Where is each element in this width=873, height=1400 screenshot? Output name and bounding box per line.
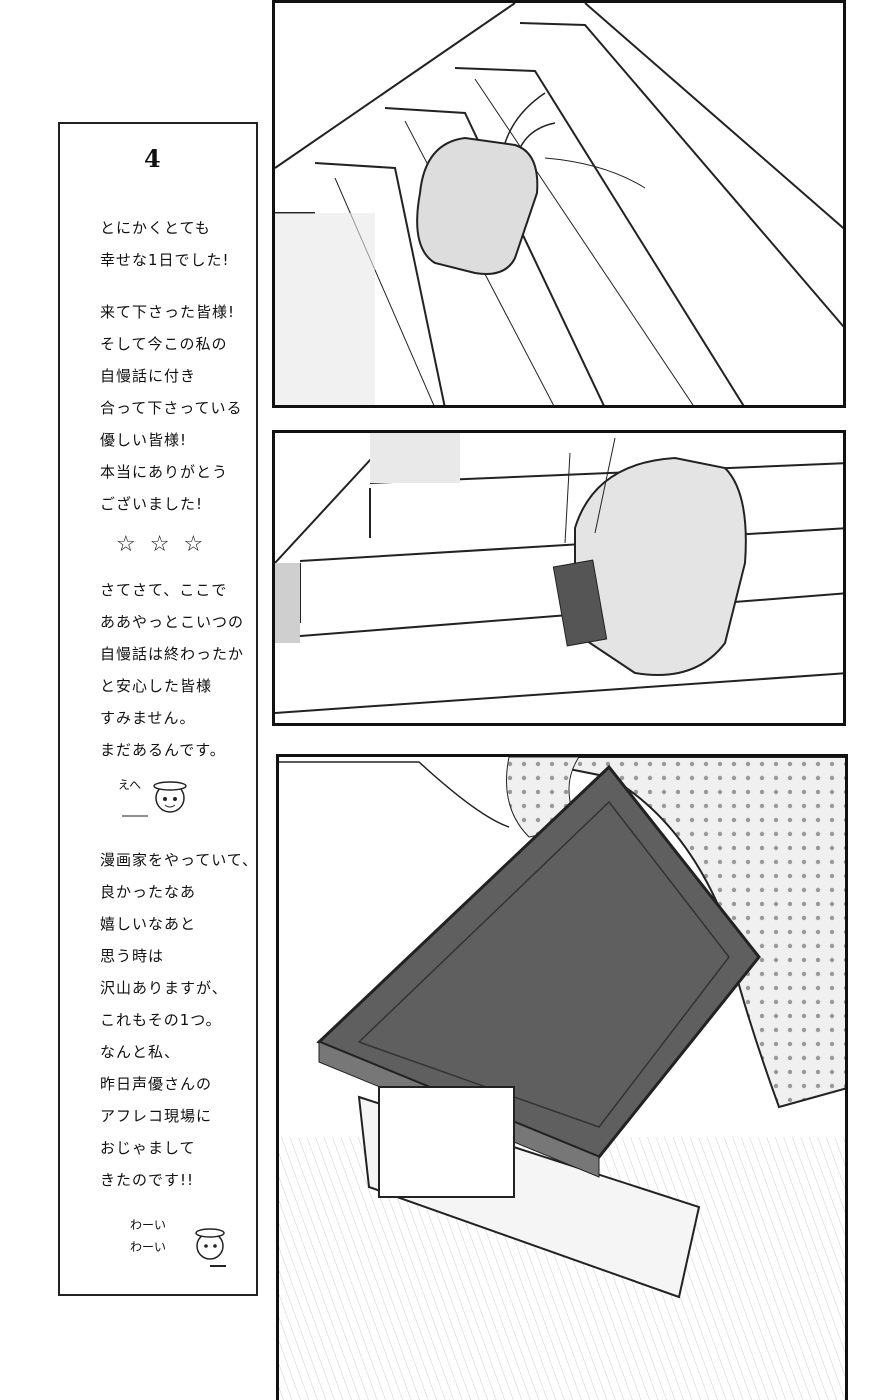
mascot-face-icon xyxy=(122,781,187,817)
mascot-2-text: わーい わーい xyxy=(130,1218,167,1254)
bag-on-step-illustration xyxy=(275,433,843,714)
manga-panel-2 xyxy=(272,430,846,726)
note-paragraph-1: とにかくとても 幸せな1日でした! xyxy=(100,219,230,269)
manga-panel-3 xyxy=(276,754,848,1400)
star-divider: ☆☆☆ xyxy=(116,532,218,557)
author-note-column: 4 とにかくとても 幸せな1日でした! 来て下さった皆様! そして今この私の 自… xyxy=(58,122,258,1296)
note-paragraph-3: さてさて、ここで ああやっとこいつの 自慢話は終わったか と安心した皆様 すみま… xyxy=(100,581,245,759)
lunchbox-illustration xyxy=(279,757,845,1400)
chapter-number: 4 xyxy=(144,144,161,173)
mascot-face-icon xyxy=(195,1228,226,1267)
mascot-1-text: えへ xyxy=(118,778,142,792)
mascot-doodle-2: わーい わーい xyxy=(130,1214,240,1278)
mascot-doodle-1: えへ xyxy=(118,774,188,826)
stairs-bag-illustration xyxy=(275,3,843,405)
note-paragraph-4: 漫画家をやっていて、 良かったなあ 嬉しいなあと 思う時は 沢山ありますが、 こ… xyxy=(100,851,259,1189)
manga-panel-1 xyxy=(272,0,846,408)
note-paragraph-2: 来て下さった皆様! そして今この私の 自慢話に付き 合って下さっている 優しい皆… xyxy=(100,303,243,513)
